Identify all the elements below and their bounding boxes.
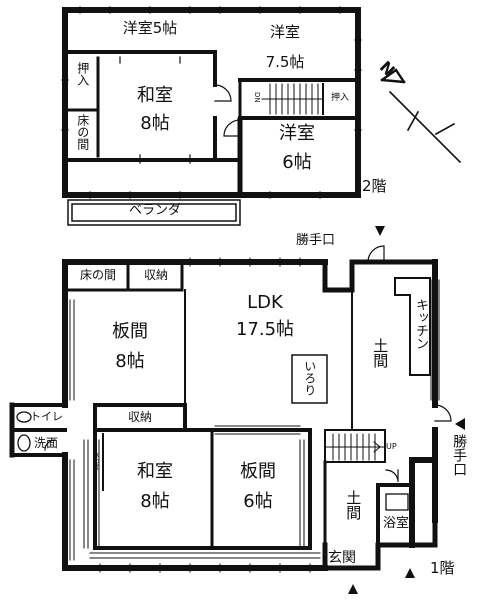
room-tokonoma-2f: 床の間 [75, 114, 90, 150]
bath-label: 浴室 [382, 516, 409, 531]
compass-arrow [380, 68, 462, 164]
room-oshiire-left: 押入 [75, 62, 90, 86]
entrance-markers [348, 226, 465, 594]
room-itama-6jo-name: 板間 [240, 461, 276, 482]
room-storage-mid: 収納 [127, 410, 152, 424]
room-storage-top: 収納 [143, 268, 168, 282]
room-washitsu-2f-name: 和室 [137, 85, 173, 106]
floor2-walls [62, 7, 361, 198]
stairs-up-label: UP [386, 442, 397, 451]
veranda-outline [67, 199, 241, 226]
washroom-label: 洗面 [34, 436, 59, 450]
floor1-stairs [324, 433, 386, 461]
room-western-6jo-size: 6帖 [282, 152, 312, 173]
room-itama-8jo-name: 板間 [112, 321, 148, 342]
toilet-label: トイレ [30, 410, 63, 423]
floor2-windows [61, 6, 362, 199]
room-washitsu-1f-name: 和室 [137, 461, 173, 482]
room-ldk-size: 17.5帖 [235, 319, 295, 340]
room-itama-8jo-size: 8帖 [115, 351, 145, 372]
room-washitsu-1f-size: 8帖 [140, 491, 170, 512]
room-veranda: ベランダ [128, 203, 181, 218]
floor1-doors [44, 245, 452, 483]
room-western-6jo-name: 洋室 [279, 123, 315, 144]
room-doma-bottom: 土間 [344, 490, 363, 520]
kitchen-label: キッチン [412, 298, 428, 350]
room-oshiire-right: 押入 [330, 93, 349, 103]
room-washitsu-2f-size: 8帖 [140, 113, 170, 134]
floor1-walls [9, 259, 438, 571]
room-western-75jo-name: 洋室 [269, 23, 300, 41]
stairs-down-label: DN [253, 92, 262, 103]
irori-label: いろり [302, 360, 317, 396]
katteguchi-top-label: 勝手口 [296, 233, 336, 248]
floor1-windows [69, 257, 440, 573]
floor2-label: 2階 [362, 177, 387, 195]
genkan-label: 玄関 [328, 550, 356, 566]
katteguchi-right-label: 勝手口 [451, 434, 468, 476]
room-itama-6jo-size: 6帖 [243, 491, 273, 512]
floor2-doors [214, 84, 241, 137]
floor2-stairs [261, 83, 323, 115]
floor1-fixtures [16, 411, 409, 511]
room-tokonoma-1f: 床の間 [79, 268, 116, 282]
room-western-75jo-size: 7.5帖 [265, 53, 305, 71]
room-doma-top: 土間 [371, 338, 390, 368]
room-ldk-name: LDK [247, 292, 283, 313]
room-western-5jo: 洋室5帖 [122, 19, 178, 37]
room-tokonoma-small: 床の間 [92, 452, 99, 470]
floor1-label: 1階 [430, 559, 455, 577]
